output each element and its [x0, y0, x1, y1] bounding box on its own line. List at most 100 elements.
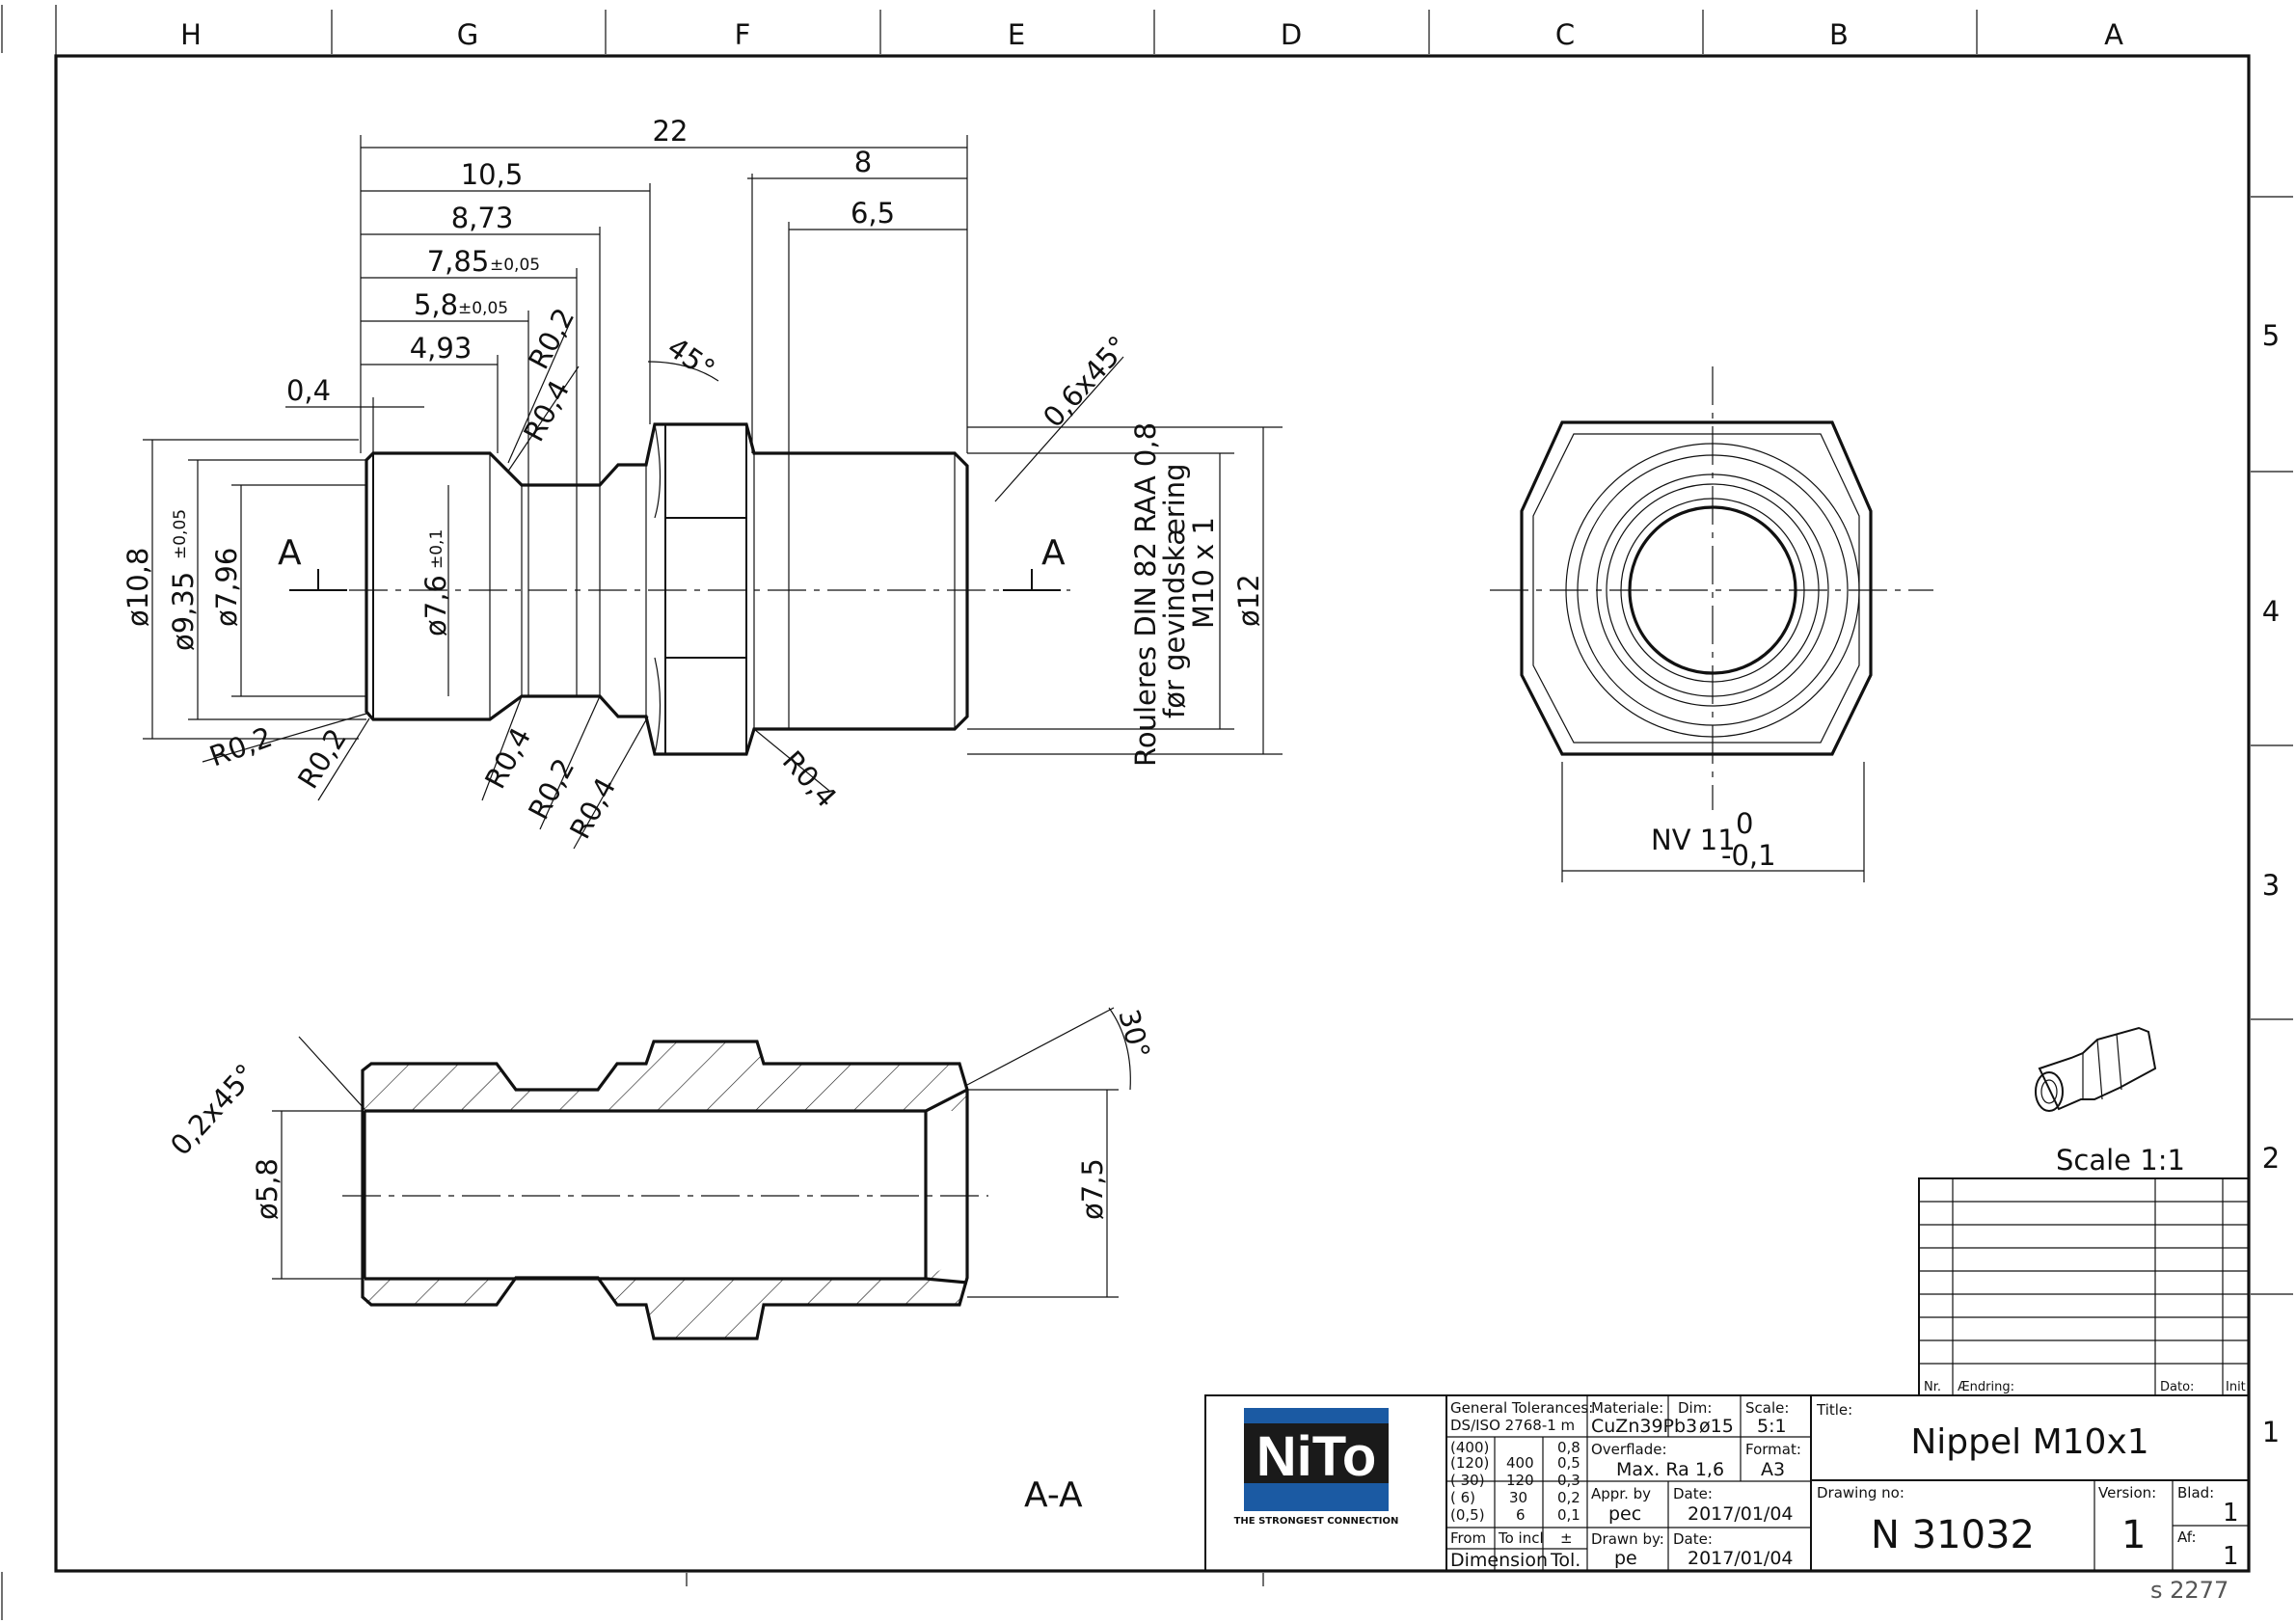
appr-label: Appr. by	[1591, 1485, 1651, 1502]
dim-7-85-tol: ±0,05	[490, 256, 540, 275]
dim-label: Dim:	[1678, 1399, 1712, 1417]
version-value: 1	[2121, 1513, 2146, 1557]
dim-dia-7-6-tol: ±0,1	[427, 529, 446, 569]
dim-dia-12: ø12	[1232, 574, 1265, 627]
tol-row-5-tol: 0,1	[1557, 1506, 1580, 1524]
note-rolling-line3: M10 x 1	[1187, 517, 1220, 629]
dim-section-chamfer-0-2: 0,2x45°	[164, 1058, 262, 1162]
dim-value: ø15	[1699, 1416, 1734, 1437]
dim-dia-7-6: ø7,6	[419, 575, 452, 636]
col-label-a: A	[2104, 18, 2123, 51]
col-label-e: E	[1008, 18, 1025, 51]
drawn-value: pe	[1614, 1548, 1637, 1569]
sheet-code: s 2277	[2150, 1577, 2228, 1604]
row-label-1: 1	[2262, 1416, 2280, 1448]
general-tol-std: DS/ISO 2768-1 m	[1450, 1417, 1575, 1434]
tol-row-2-from: (120)	[1450, 1454, 1489, 1472]
frame-row-labels: 5 4 3 2 1	[2262, 319, 2280, 1448]
section-mark-left: A	[278, 533, 302, 573]
col-label-d: D	[1281, 18, 1302, 51]
section-mark-right: A	[1041, 533, 1066, 573]
dim-nv-11: NV 11	[1651, 824, 1736, 856]
material-value: CuZn39Pb3	[1591, 1416, 1697, 1437]
af-label: Af:	[2177, 1528, 2197, 1546]
dim-6-5: 6,5	[851, 197, 895, 230]
from-label: From	[1450, 1529, 1486, 1547]
dim-5-8: 5,8	[414, 288, 458, 321]
isometric-preview	[2035, 1026, 2157, 1112]
drawing-title: Nippel M10x1	[1910, 1422, 2148, 1462]
dim-dia-7-96: ø7,96	[210, 548, 243, 627]
front-view	[289, 422, 1070, 756]
section-outline	[361, 1040, 969, 1340]
surface-value: Max. Ra 1,6	[1616, 1459, 1724, 1480]
tol-row-3-to: 120	[1506, 1472, 1534, 1489]
row-label-3: 3	[2262, 869, 2280, 902]
dim-section-angle-30: 30°	[1112, 1006, 1156, 1062]
row-label-4: 4	[2262, 595, 2280, 628]
date-label-2: Date:	[1673, 1530, 1713, 1548]
dim-nv-upper: 0	[1736, 807, 1753, 840]
revision-table: Nr. Ændring: Dato: Init	[1918, 1177, 2250, 1396]
row-label-2: 2	[2262, 1142, 2280, 1175]
col-label-b: B	[1829, 18, 1849, 51]
dim-8: 8	[854, 146, 872, 178]
format-label: Format:	[1745, 1441, 1801, 1458]
frame-column-labels: H G F E D C B A	[180, 18, 2123, 51]
note-rolling-line2: før gevindskæring	[1158, 464, 1191, 719]
tol-row-3-tol: 0,3	[1557, 1472, 1580, 1489]
dim-r0-4-b: R0,4	[478, 722, 537, 794]
to-label: To incl	[1498, 1529, 1544, 1547]
col-label-c: C	[1555, 18, 1575, 51]
rev-col-change: Ændring:	[1958, 1380, 2014, 1394]
dim-angle-45: 45°	[662, 331, 721, 386]
end-view: NV 11 0 -0,1	[1490, 366, 1933, 882]
dim-chamfer-0-6: 0,6x45°	[1037, 330, 1135, 434]
rev-col-date: Dato:	[2160, 1380, 2194, 1394]
dim-10-5: 10,5	[461, 158, 524, 191]
hexagon-outline	[1520, 420, 1873, 756]
dim-dia-9-35-tol: ±0,05	[171, 509, 190, 559]
dim-7-85: 7,85	[427, 245, 490, 278]
dim-8-73: 8,73	[451, 202, 514, 234]
nipple-outline	[365, 422, 969, 756]
rev-col-nr: Nr.	[1924, 1380, 1941, 1394]
tol-row-4-from: ( 6)	[1450, 1489, 1475, 1506]
dim-section-dia-7-5: ø7,5	[1076, 1158, 1109, 1220]
dim-dia-10-8: ø10,8	[122, 548, 154, 627]
tol-row-1-tol: 0,8	[1557, 1439, 1580, 1456]
tol-row-1-from: (400)	[1450, 1439, 1489, 1456]
tol-row-4-tol: 0,2	[1557, 1489, 1580, 1506]
section-label: A-A	[1024, 1475, 1083, 1515]
drawn-label: Drawn by:	[1591, 1530, 1664, 1548]
dim-22: 22	[653, 115, 689, 148]
dim-0-4: 0,4	[286, 374, 331, 407]
col-label-g: G	[457, 18, 478, 51]
front-view-dimensions: 22 10,5 8,73 7,85 ±0,05 5,8 ±0,05 4,93 0…	[122, 115, 1283, 850]
section-bore	[365, 1088, 968, 1285]
general-tol-label: General Tolerances:	[1450, 1399, 1593, 1417]
scale-label: Scale 1:1	[2056, 1144, 2185, 1177]
dim-r0-2-top: R0,2	[522, 303, 581, 374]
col-label-h: H	[180, 18, 202, 51]
drawing-no-label: Drawing no:	[1817, 1484, 1904, 1501]
pm-label: ±	[1560, 1529, 1573, 1547]
dim-4-93: 4,93	[410, 332, 473, 365]
tol-row-5-to: 6	[1516, 1506, 1526, 1524]
tol-row-4-to: 30	[1509, 1489, 1527, 1506]
dim-r0-2-b: R0,2	[205, 720, 277, 773]
title-label: Title:	[1816, 1401, 1852, 1419]
tol-row-2-tol: 0,5	[1557, 1454, 1580, 1472]
material-label: Materiale:	[1591, 1399, 1663, 1417]
section-view: ø5,8 ø7,5 0,2x45° 30° A-A	[164, 1006, 1156, 1515]
col-label-f: F	[735, 18, 751, 51]
note-rolling-line1: Rouleres DIN 82 RAA 0,8	[1129, 422, 1162, 767]
version-label: Version:	[2098, 1484, 2156, 1501]
dim-dia-9-35: ø9,35	[167, 572, 200, 651]
row-label-5: 5	[2262, 319, 2280, 352]
surface-label: Overflade:	[1591, 1441, 1667, 1458]
logo-tagline: THE STRONGEST CONNECTION	[1234, 1516, 1399, 1527]
rev-col-init: Init	[2226, 1380, 2246, 1394]
format-value: A3	[1761, 1459, 1785, 1480]
